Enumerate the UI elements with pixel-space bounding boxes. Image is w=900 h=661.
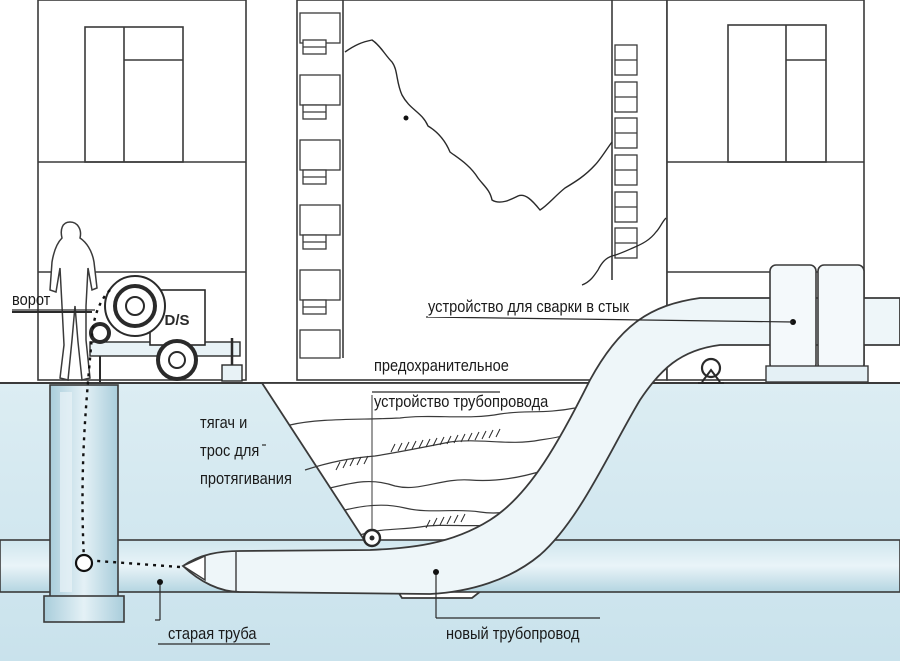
label-butt-welder: устройство для сварки в стык <box>428 297 629 317</box>
label-winch: ворот <box>12 290 51 309</box>
access-shaft <box>43 384 125 623</box>
leader-lines <box>12 309 794 645</box>
label-puller-line3: протягивания <box>200 469 292 488</box>
winch-machine: D/S <box>89 275 243 382</box>
support-roller <box>698 357 724 384</box>
building-center <box>296 0 668 381</box>
label-pipeline-guard: предохранительное устройство трубопровод… <box>374 356 548 412</box>
worker-figure <box>49 221 98 381</box>
underline-winch <box>12 311 92 313</box>
label-puller-line2: трос для <box>200 441 260 460</box>
balcony-column-right <box>614 44 638 259</box>
balcony-column-left <box>299 12 341 359</box>
crack-line <box>344 39 613 211</box>
label-puller: тягач и трос для протягивания <box>200 412 292 490</box>
label-pipeline-guard-line1: предохранительное <box>374 356 509 375</box>
machine-logo: D/S <box>164 312 189 329</box>
soil-hatching <box>335 428 501 529</box>
pipe-guard-roller <box>362 528 382 548</box>
label-pipeline-guard-line2: устройство трубопровода <box>374 392 549 411</box>
butt-welding-device <box>765 264 869 383</box>
label-puller-line1: тягач и <box>200 413 248 432</box>
label-new-pipeline: новый трубопровод <box>446 624 580 643</box>
crack-line-lower <box>581 217 667 286</box>
label-old-pipe: старая труба <box>168 624 257 643</box>
